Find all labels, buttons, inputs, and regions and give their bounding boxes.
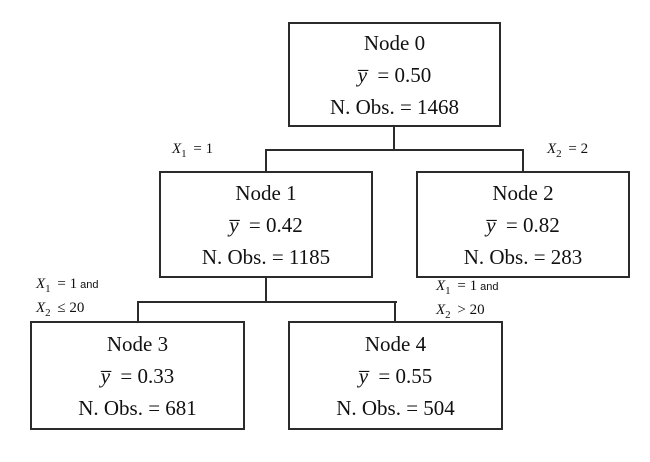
variable-subscript: 2 <box>445 309 451 321</box>
node-2-title: Node 2 <box>492 180 554 205</box>
condition-value: = 1 <box>457 278 478 294</box>
node-2-mean-value: = 0.82 <box>505 212 560 237</box>
variable-subscript: 1 <box>181 148 187 160</box>
variable-subscript: 2 <box>556 148 562 160</box>
variable-subscript: 1 <box>45 283 51 295</box>
variable-symbol: X <box>436 302 446 318</box>
connector-node0-stem <box>393 126 395 151</box>
edge-label-node-2: X2 = 2 <box>547 140 591 164</box>
y-bar-symbol: y̅ <box>100 363 111 388</box>
node-1-mean: y̅ = 0.42 <box>229 209 302 241</box>
node-4-observations: N. Obs. = 504 <box>336 395 455 420</box>
tree-node-3: Node 3 y̅ = 0.33 N. Obs. = 681 <box>30 321 245 430</box>
conjunction: and <box>480 281 499 293</box>
connector-node3-drop <box>137 301 139 321</box>
tree-node-0: Node 0 y̅ = 0.50 N. Obs. = 1468 <box>288 22 501 127</box>
node-0-mean-value: = 0.50 <box>377 62 432 87</box>
node-2-mean: y̅ = 0.82 <box>486 209 559 241</box>
node-0-observations: N. Obs. = 1468 <box>329 94 460 119</box>
node-4-mean-value: = 0.55 <box>378 363 433 388</box>
split-condition: X1 = 1 <box>172 140 216 164</box>
condition-value: > 20 <box>457 302 485 318</box>
connector-node2-drop <box>522 149 524 171</box>
connector-level2-bar <box>137 301 397 303</box>
tree-node-2: Node 2 y̅ = 0.82 N. Obs. = 283 <box>416 171 630 278</box>
connector-node4-drop <box>394 301 396 321</box>
node-3-mean: y̅ = 0.33 <box>101 360 174 392</box>
y-bar-symbol: y̅ <box>229 212 239 237</box>
node-3-mean-value: = 0.33 <box>120 363 175 388</box>
connector-node1-stem <box>265 278 267 303</box>
node-2-observations: N. Obs. = 283 <box>463 244 583 269</box>
node-4-mean: y̅ = 0.55 <box>359 360 432 392</box>
node-0-mean: y̅ = 0.50 <box>358 59 431 91</box>
connector-node1-drop <box>265 149 267 171</box>
node-4-title: Node 4 <box>364 331 427 356</box>
variable-symbol: X <box>36 300 46 316</box>
y-bar-symbol: y̅ <box>486 212 496 237</box>
node-3-title: Node 3 <box>106 331 169 356</box>
edge-label-node-1: X1 = 1 <box>172 140 216 164</box>
conjunction: and <box>80 279 99 291</box>
y-bar-symbol: y̅ <box>358 363 369 388</box>
variable-subscript: 2 <box>45 307 51 319</box>
condition-value: = 1 <box>193 141 214 157</box>
node-0-title: Node 0 <box>363 30 426 55</box>
split-condition: X2 = 2 <box>547 140 591 164</box>
variable-symbol: X <box>547 141 557 157</box>
condition-value: ≤ 20 <box>57 300 85 316</box>
condition-value: = 1 <box>57 276 78 292</box>
y-bar-symbol: y̅ <box>357 62 368 87</box>
tree-node-4: Node 4 y̅ = 0.55 N. Obs. = 504 <box>288 321 503 430</box>
variable-symbol: X <box>172 141 182 157</box>
variable-symbol: X <box>36 276 46 292</box>
node-3-observations: N. Obs. = 681 <box>78 395 197 420</box>
variable-subscript: 1 <box>445 285 451 297</box>
condition-value: = 2 <box>568 141 589 157</box>
variable-symbol: X <box>436 278 446 294</box>
connector-level1-bar <box>265 149 524 151</box>
split-condition: X2 > 20 <box>436 301 499 325</box>
node-1-mean-value: = 0.42 <box>248 212 303 237</box>
split-condition: X2 ≤ 20 <box>36 299 99 323</box>
tree-node-1: Node 1 y̅ = 0.42 N. Obs. = 1185 <box>159 171 373 278</box>
node-1-observations: N. Obs. = 1185 <box>201 244 331 269</box>
node-1-title: Node 1 <box>235 180 297 205</box>
